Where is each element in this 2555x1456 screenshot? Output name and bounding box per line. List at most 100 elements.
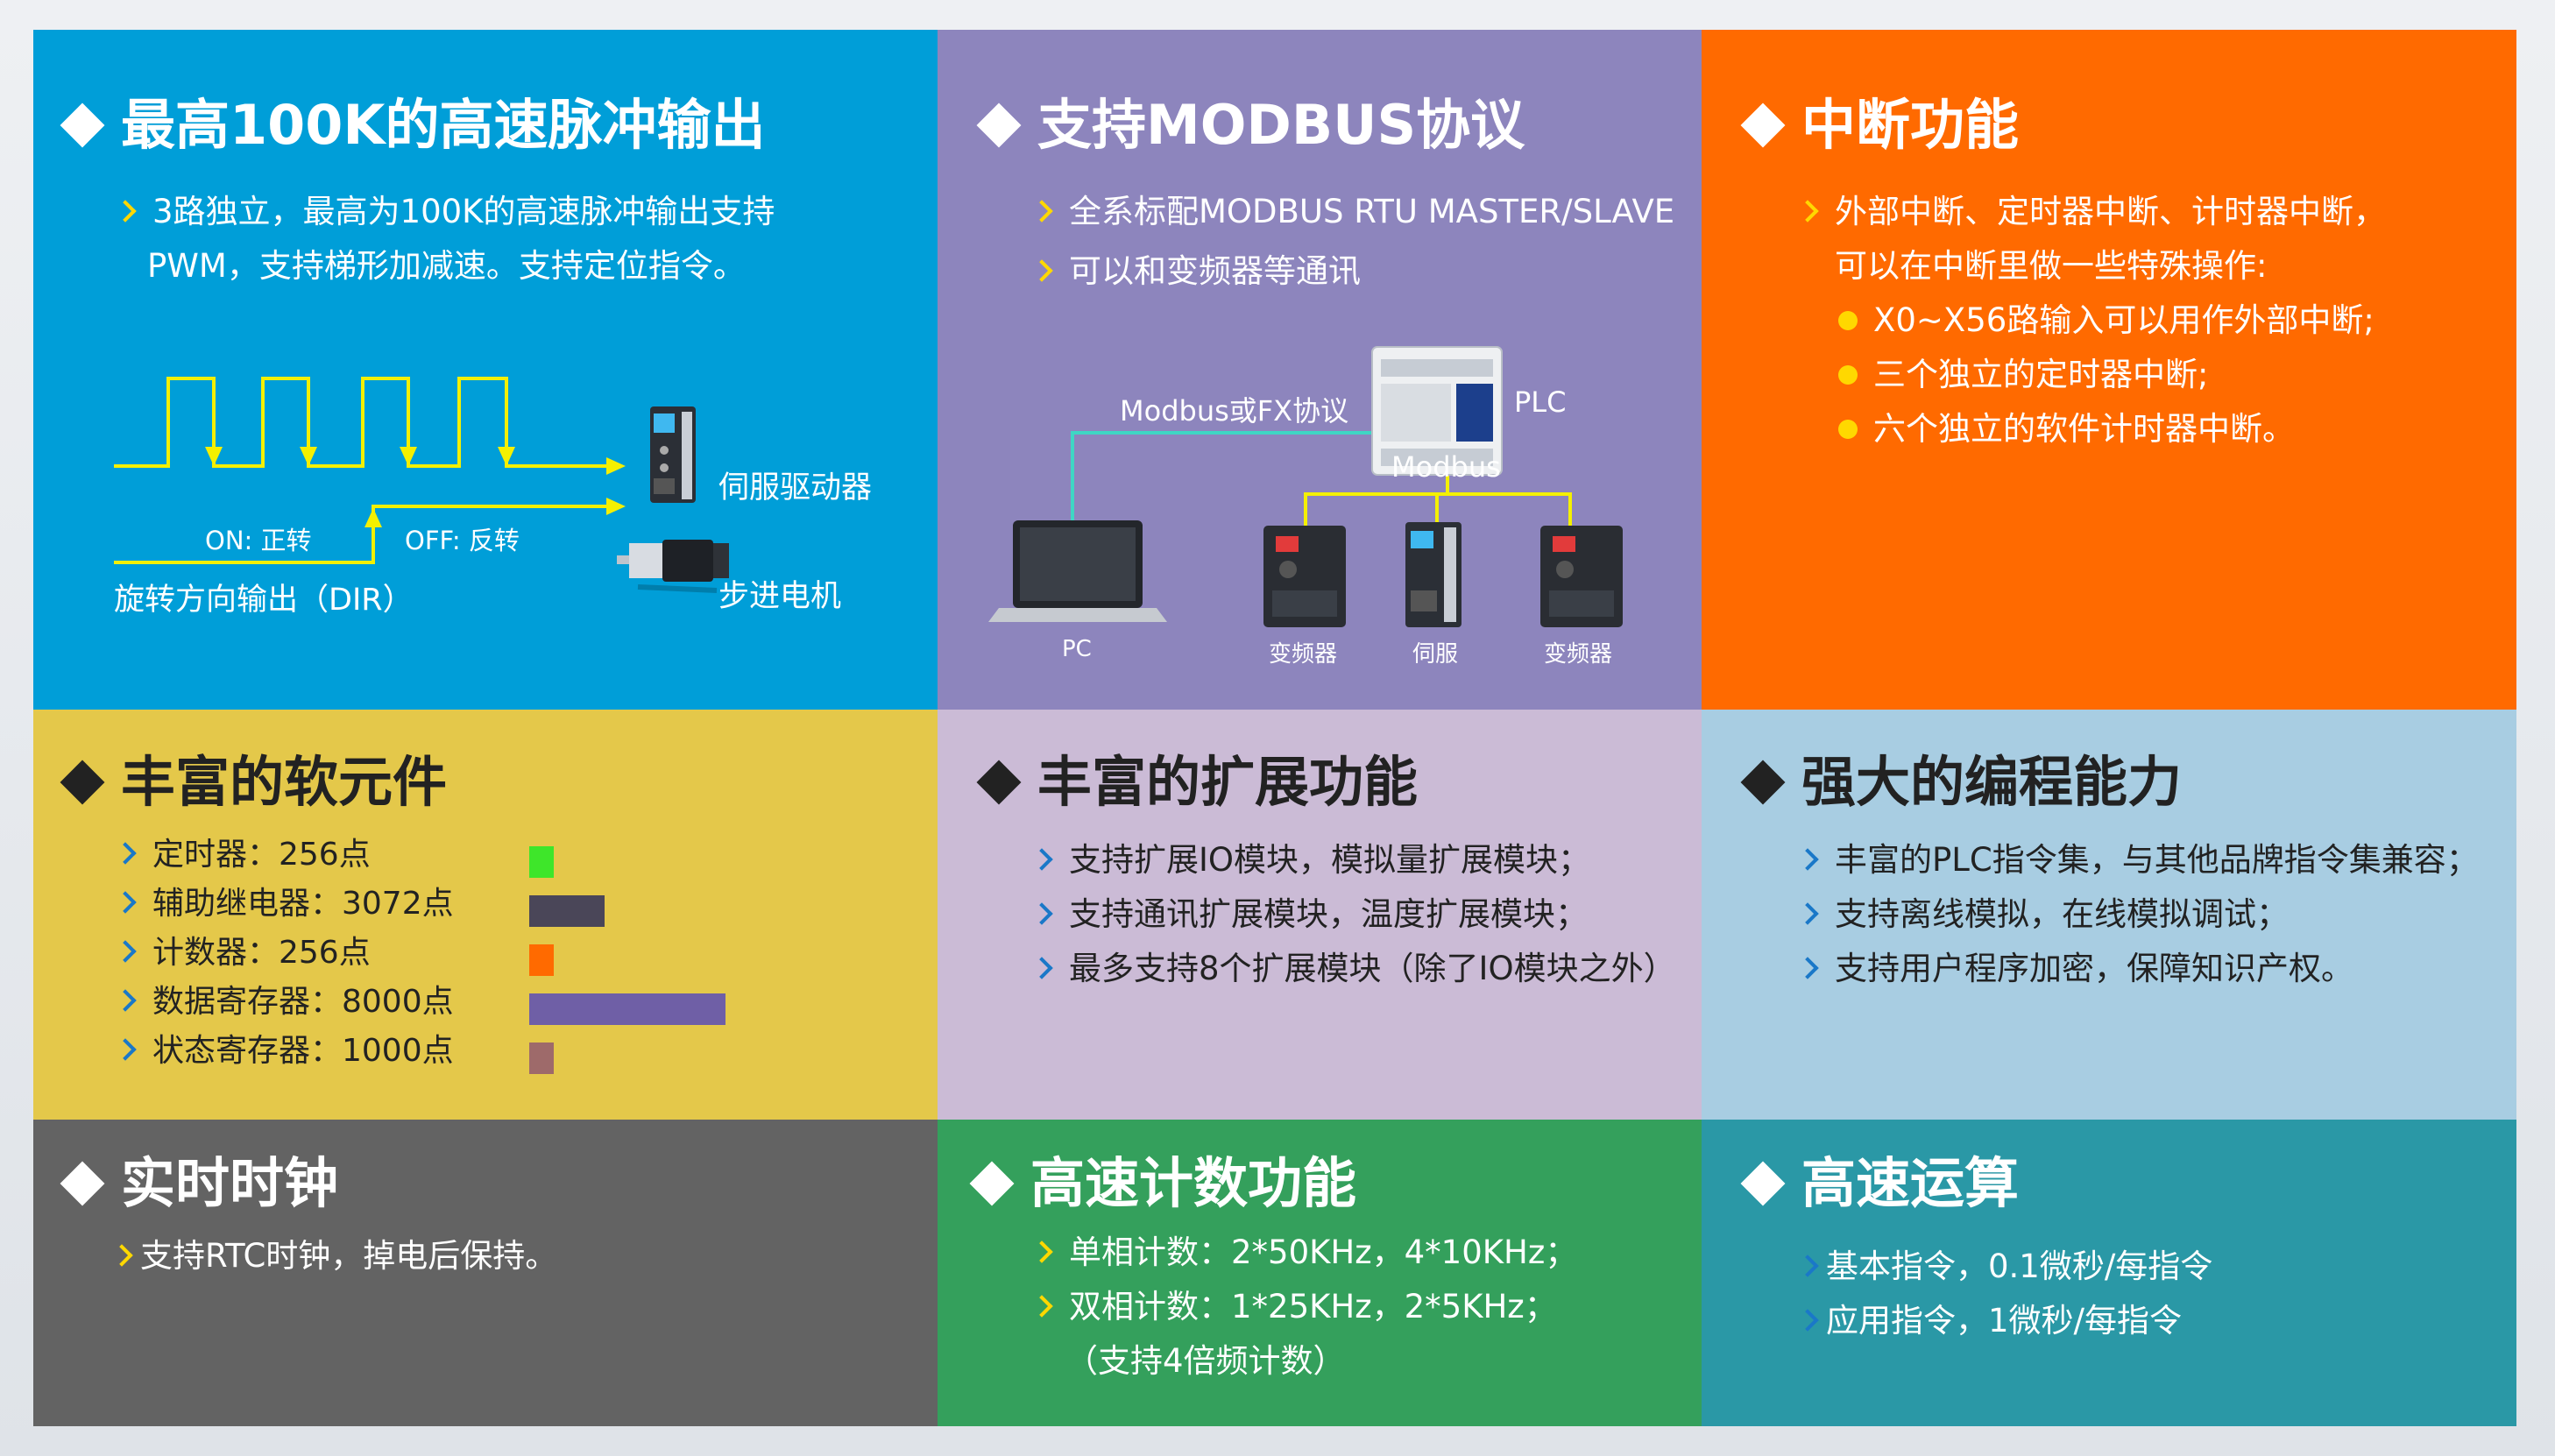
expansion-item-2: 支持通讯扩展模块，温度扩展模块； — [1030, 895, 1588, 934]
inverter-2-image — [1540, 526, 1623, 627]
rtc-title: 实时时钟 — [121, 1151, 339, 1215]
diamond-icon — [976, 760, 1022, 805]
pulse-desc-1: 3路独立，最高为100K的高速脉冲输出支持 — [114, 193, 775, 231]
panel-modbus: 支持MODBUS协议 全系标配MODBUS RTU MASTER/SLAVE 可… — [938, 30, 1702, 710]
soft-item-2: 辅助继电器：3072点 — [114, 885, 454, 922]
bullet-dot-icon — [1838, 364, 1858, 385]
expansion-title-row: 丰富的扩展功能 — [971, 755, 1418, 809]
on-label: ON: 正转 — [205, 526, 312, 555]
plc-image — [1371, 346, 1503, 476]
servo-label: 伺服 — [1412, 641, 1459, 668]
panel-pulse-output: 最高100K的高速脉冲输出 3路独立，最高为100K的高速脉冲输出支持 PWM，… — [33, 30, 938, 710]
soft-bar-4 — [529, 993, 725, 1025]
interrupt-title: 中断功能 — [1801, 93, 2020, 157]
compute-item-1: 基本指令，0.1微秒/每指令 — [1796, 1247, 2212, 1286]
pulse-title: 最高100K的高速脉冲输出 — [121, 93, 766, 157]
bullet-dot-icon — [1838, 419, 1858, 439]
soft-item-3: 计数器：256点 — [114, 934, 371, 972]
programming-title: 强大的编程能力 — [1801, 750, 2183, 814]
chevron-right-icon — [1030, 956, 1053, 979]
panel-programming: 强大的编程能力 丰富的PLC指令集，与其他品牌指令集兼容； 支持离线模拟，在线模… — [1702, 710, 2516, 1120]
chevron-right-icon — [1030, 901, 1053, 925]
soft-bar-1 — [529, 846, 554, 878]
diamond-icon — [60, 760, 105, 805]
servo-drive-label: 伺服驱动器 — [718, 470, 873, 505]
diamond-icon — [969, 1161, 1015, 1206]
bullet-dot-icon — [1838, 310, 1858, 330]
modbus-bus-label: Modbus — [1391, 450, 1501, 484]
dir-label: 旋转方向输出（DIR） — [114, 583, 414, 618]
counter-item-1: 单相计数：2*50KHz，4*10KHz； — [1030, 1233, 1577, 1272]
programming-item-1: 丰富的PLC指令集，与其他品牌指令集兼容； — [1796, 841, 2479, 880]
programming-item-2: 支持离线模拟，在线模拟调试； — [1796, 895, 2289, 934]
soft-bar-2 — [529, 895, 605, 927]
expansion-item-1: 支持扩展IO模块，模拟量扩展模块； — [1030, 841, 1590, 880]
counter-title-row: 高速计数功能 — [964, 1156, 1356, 1211]
chevron-right-icon — [1796, 1308, 1819, 1332]
chevron-right-icon — [110, 1243, 133, 1267]
chevron-right-icon — [1796, 847, 1819, 871]
interrupt-bullet-2: 三个独立的定时器中断; — [1838, 356, 2208, 394]
pc-label: PC — [1062, 636, 1092, 662]
panel-soft-components: 丰富的软元件 定时器：256点 辅助继电器：3072点 计数器：256点 数据寄… — [33, 710, 938, 1120]
chevron-right-icon — [1030, 1240, 1053, 1263]
diamond-icon — [60, 1161, 105, 1206]
pulse-title-row: 最高100K的高速脉冲输出 — [54, 98, 765, 152]
chevron-right-icon — [1796, 901, 1819, 925]
off-label: OFF: 反转 — [405, 526, 520, 555]
modbus-title-row: 支持MODBUS协议 — [971, 98, 1525, 152]
panel-expansion: 丰富的扩展功能 支持扩展IO模块，模拟量扩展模块； 支持通讯扩展模块，温度扩展模… — [938, 710, 1702, 1120]
counter-title: 高速计数功能 — [1030, 1151, 1357, 1215]
soft-bar-5 — [529, 1043, 554, 1074]
interrupt-bullet-3: 六个独立的软件计时器中断。 — [1838, 410, 2295, 449]
chevron-right-icon — [114, 989, 137, 1012]
chevron-right-icon — [1796, 1254, 1819, 1277]
chevron-right-icon — [1796, 956, 1819, 979]
inverter-2-label: 变频器 — [1544, 641, 1613, 668]
chevron-right-icon — [1796, 199, 1819, 223]
panel-high-speed-counter: 高速计数功能 单相计数：2*50KHz，4*10KHz； 双相计数：1*25KH… — [938, 1120, 1702, 1426]
interrupt-line-1: 外部中断、定时器中断、计时器中断， — [1796, 193, 2386, 231]
programming-title-row: 强大的编程能力 — [1735, 755, 2182, 809]
chevron-right-icon — [114, 940, 137, 963]
inverter-1-image — [1263, 526, 1346, 627]
diamond-icon — [1740, 102, 1786, 148]
soft-item-4: 数据寄存器：8000点 — [114, 983, 454, 1021]
counter-item-2: 双相计数：1*25KHz，2*5KHz； — [1030, 1288, 1557, 1326]
diamond-icon — [1740, 760, 1786, 805]
compute-item-2: 应用指令，1微秒/每指令 — [1796, 1302, 2182, 1340]
compute-title: 高速运算 — [1801, 1151, 2020, 1215]
expansion-item-3: 最多支持8个扩展模块（除了IO模块之外） — [1030, 950, 1676, 988]
modbus-title: 支持MODBUS协议 — [1037, 93, 1525, 157]
soft-bar-3 — [529, 944, 554, 976]
servo-image — [1405, 522, 1462, 627]
modbus-item-2: 可以和变频器等通讯 — [1030, 252, 1361, 291]
modbus-network-diagram — [988, 346, 1623, 627]
chevron-right-icon — [114, 842, 137, 865]
soft-item-5: 状态寄存器：1000点 — [114, 1032, 454, 1070]
stepper-motor-image — [617, 540, 729, 593]
chevron-right-icon — [1030, 1294, 1053, 1318]
interrupt-bullet-1: X0~X56路输入可以用作外部中断; — [1838, 301, 2375, 340]
soft-title: 丰富的软元件 — [121, 750, 448, 814]
panel-high-speed-compute: 高速运算 基本指令，0.1微秒/每指令 应用指令，1微秒/每指令 — [1702, 1120, 2516, 1426]
servo-drive-image — [650, 406, 696, 503]
panel-rtc: 实时时钟 支持RTC时钟，掉电后保持。 — [33, 1120, 938, 1426]
soft-item-1: 定时器：256点 — [114, 836, 371, 873]
chevron-right-icon — [114, 1038, 137, 1061]
rtc-text: 支持RTC时钟，掉电后保持。 — [110, 1237, 557, 1276]
interrupt-line-2: 可以在中断里做一些特殊操作: — [1835, 247, 2268, 285]
expansion-title: 丰富的扩展功能 — [1037, 750, 1419, 814]
diamond-icon — [1740, 1161, 1786, 1206]
programming-item-3: 支持用户程序加密，保障知识产权。 — [1796, 950, 2353, 988]
rtc-title-row: 实时时钟 — [54, 1156, 338, 1211]
modbus-item-1: 全系标配MODBUS RTU MASTER/SLAVE — [1030, 193, 1674, 231]
pulse-desc-2: PWM，支持梯形加减速。支持定位指令。 — [147, 247, 746, 285]
compute-title-row: 高速运算 — [1735, 1156, 2019, 1211]
soft-title-row: 丰富的软元件 — [54, 755, 447, 809]
panel-interrupt: 中断功能 外部中断、定时器中断、计时器中断， 可以在中断里做一些特殊操作: X0… — [1702, 30, 2516, 710]
inverter-1-label: 变频器 — [1269, 641, 1338, 668]
pulse-waveform-diagram — [114, 377, 729, 593]
plc-label: PLC — [1514, 385, 1567, 419]
